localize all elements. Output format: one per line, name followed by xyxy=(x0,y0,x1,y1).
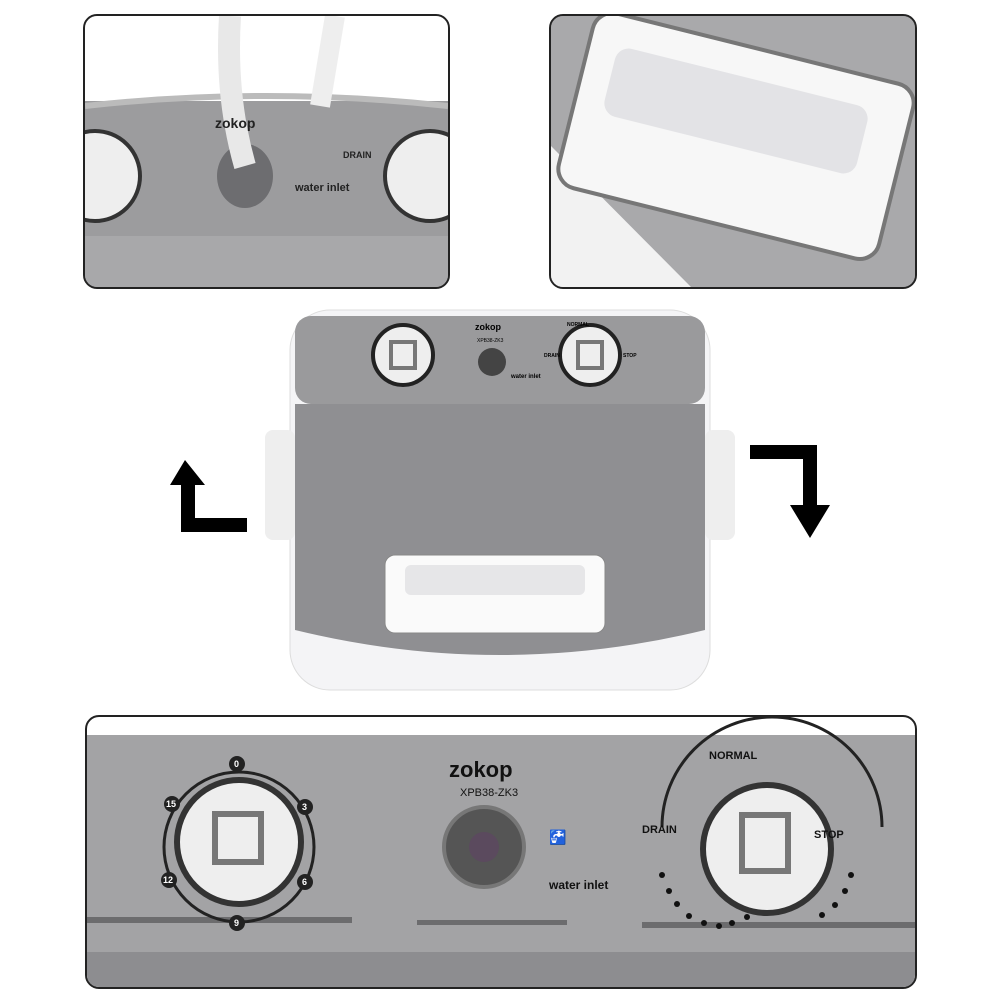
rotate-left-arrow-icon xyxy=(170,460,247,532)
center-stop-label: STOP xyxy=(623,353,637,359)
timer-dots xyxy=(659,872,854,929)
control-panel-illustration: 0 3 6 9 12 15 zokop XPB38-ZK3 🚰 water in… xyxy=(87,717,915,987)
closeup-drain-label: DRAIN xyxy=(343,150,372,160)
center-model-label: XPB38-ZK3 xyxy=(477,338,504,344)
center-brand-logo: zokop xyxy=(475,322,502,332)
wash-dial-label-3: 3 xyxy=(302,802,307,812)
stop-label: STOP xyxy=(814,829,844,841)
washer-top-view: zokop XPB38-ZK3 water inlet DRAIN NORMAL… xyxy=(265,309,735,691)
rotate-right-arrow-icon xyxy=(750,445,830,538)
center-water-inlet-label: water inlet xyxy=(510,374,541,380)
lid-handle-illustration xyxy=(551,16,915,287)
closeup-water-inlet-illustration: zokop water inlet DRAIN xyxy=(85,16,448,287)
wash-dial-label-9: 9 xyxy=(234,918,239,928)
faucet-icon: 🚰 xyxy=(549,829,566,846)
brand-logo: zokop xyxy=(449,757,513,782)
water-inlet-label: water inlet xyxy=(548,878,608,892)
closeup-control-panel: 0 3 6 9 12 15 zokop XPB38-ZK3 🚰 water in… xyxy=(85,715,917,989)
closeup-lid-handle xyxy=(549,14,917,289)
normal-label: NORMAL xyxy=(709,750,758,762)
center-drain-label: DRAIN xyxy=(544,353,560,359)
closeup-brand-logo: zokop xyxy=(215,115,255,131)
drain-label: DRAIN xyxy=(642,824,677,836)
model-label: XPB38-ZK3 xyxy=(460,787,518,799)
center-normal-label: NORMAL xyxy=(567,322,589,328)
wash-dial-label-6: 6 xyxy=(302,877,307,887)
wash-dial-label-12: 12 xyxy=(163,875,173,885)
closeup-water-inlet: zokop water inlet DRAIN xyxy=(83,14,450,289)
wash-dial-label-0: 0 xyxy=(234,759,239,769)
closeup-water-inlet-label: water inlet xyxy=(294,182,350,194)
wash-dial-label-15: 15 xyxy=(166,799,176,809)
